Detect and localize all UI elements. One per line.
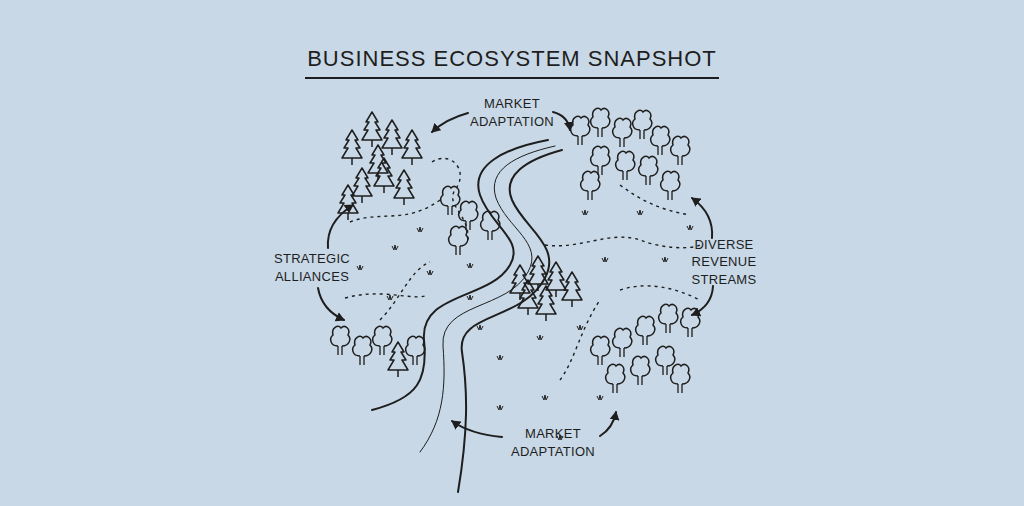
cycle-arrow [328,205,353,248]
pine-tree [518,280,538,315]
leafy-tree [591,336,610,365]
grass-tuft [537,335,543,340]
leafy-tree [581,171,600,200]
trail [380,262,430,320]
pine-tree [342,130,362,165]
grass-tuft [477,325,483,330]
grass-tuft [602,257,608,262]
grass-tuft [582,210,588,215]
trails [345,158,700,380]
grass-tuft [577,325,583,330]
cycle-arrow [318,288,344,320]
grass-tuft [542,395,548,400]
pine-tree [562,272,582,307]
trail [620,185,690,215]
trail [432,158,468,240]
pine-tree [536,286,556,321]
leafy-tree [633,110,652,139]
cycle-label: DIVERSE REVENUE STREAMS [685,236,763,289]
leafy-tree [681,308,700,337]
grass-tuft [392,245,398,250]
leafy-tree [659,304,678,333]
leafy-tree [353,336,372,365]
grass-tuft [497,405,503,410]
leafy-tree [671,364,690,393]
cycle-arrow [692,286,713,315]
leafy-tree [373,326,392,355]
leafy-tree [613,328,632,357]
leafy-tree [441,186,460,215]
pine-tree [394,170,414,205]
road-centre-line [420,146,555,452]
grass-tuft [662,257,668,262]
grass-tuft [467,295,473,300]
leafy-tree [661,171,680,200]
trail [350,200,440,222]
leafy-tree [651,126,670,155]
grass-tuft [427,270,433,275]
cycle-label: MARKET ADAPTATION [462,95,562,130]
leafy-tree [606,364,625,393]
leafy-tree [636,316,655,345]
trail [345,294,425,298]
leafy-tree [613,118,632,147]
pine-tree [382,120,402,155]
cycle-label: STRATEGIC ALLIANCES [267,250,357,285]
grass-tuft [497,355,503,360]
cycle-arrow [452,421,502,437]
pine-tree [368,145,388,180]
grass-tuft [467,263,473,268]
grass-tuft [417,227,423,232]
leafy-tree [616,151,635,180]
trail [545,237,700,248]
leafy-tree [449,226,468,255]
leafy-tree [331,326,350,355]
leafy-tree [481,211,500,240]
leafy-tree [639,156,658,185]
trees [331,108,700,393]
pine-tree [362,112,382,147]
grass-tuft [597,395,603,400]
leafy-tree [631,356,650,385]
trail [560,300,600,380]
pine-tree [402,130,422,165]
grass-tuft [637,210,643,215]
pine-tree [388,342,408,377]
leafy-tree [591,108,610,137]
grass [357,210,693,440]
cycle-arrow [600,412,616,436]
grass-tuft [357,265,363,270]
leafy-tree [406,336,425,365]
diagram-title: BUSINESS ECOSYSTEM SNAPSHOT [305,46,719,79]
cycle-arrow [432,113,468,132]
pine-tree [338,185,358,220]
leafy-tree [571,116,590,145]
leafy-tree [671,136,690,165]
road-edge [372,140,548,410]
grass-tuft [387,295,393,300]
cycle-label: MARKET ADAPTATION [503,425,603,460]
cycle-arrow [692,198,712,238]
trail [620,286,700,300]
cycle-arrow [553,112,570,130]
cycle-arrows [318,112,713,437]
grass-tuft [687,225,693,230]
